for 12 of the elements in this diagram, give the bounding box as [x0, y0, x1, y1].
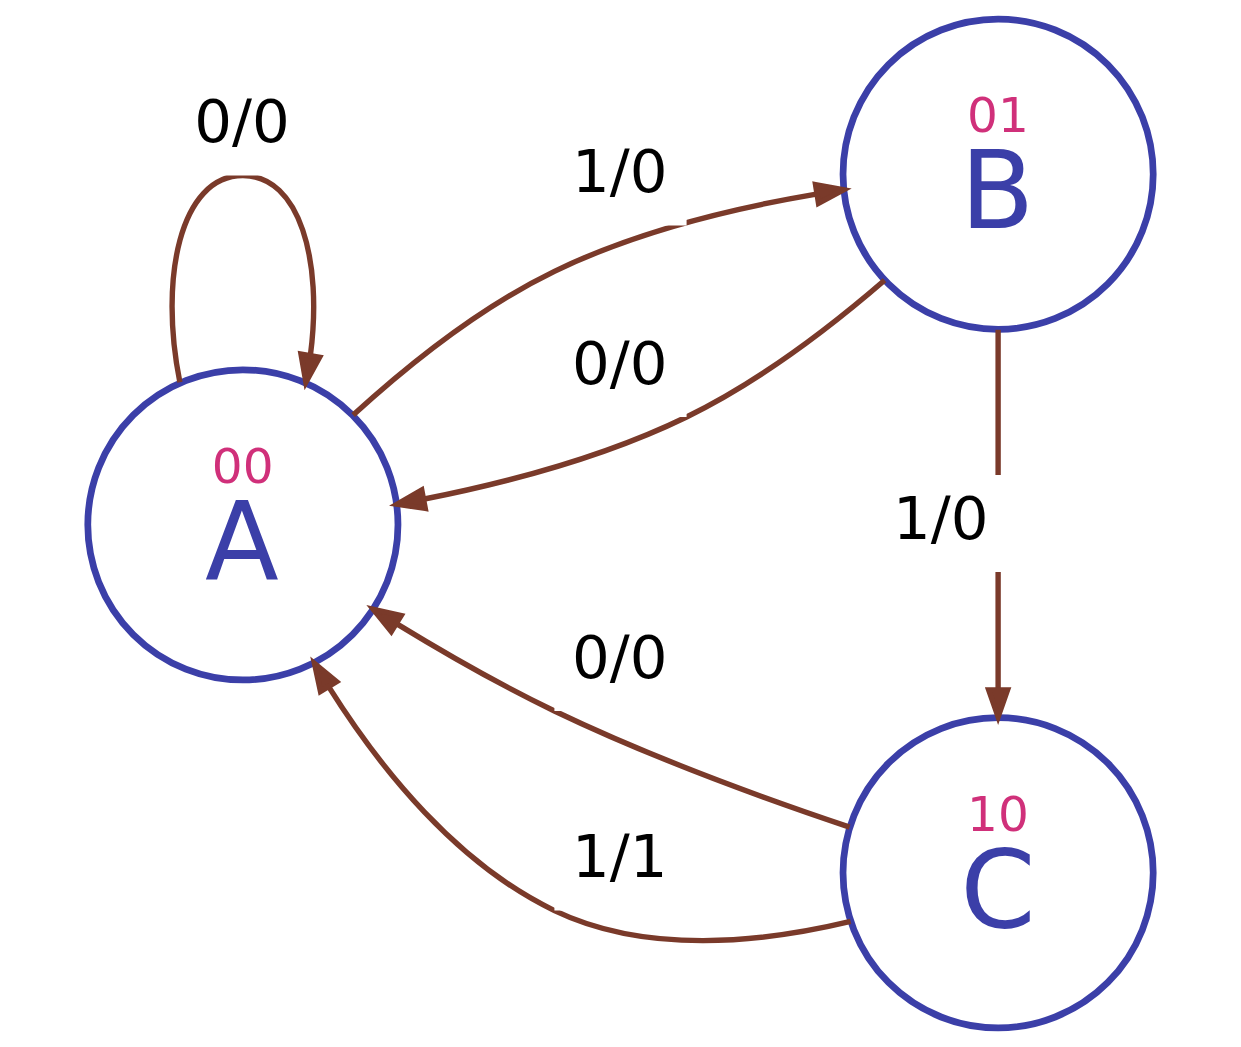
arrow	[389, 278, 887, 512]
edge-label: 0/0	[194, 87, 290, 157]
edge-label: 1/0	[892, 483, 989, 553]
node-circle: 10 C	[839, 714, 1157, 1032]
edge-label: 1/0	[571, 137, 668, 207]
arrow	[366, 605, 851, 830]
edge-label: 1/1	[571, 822, 668, 892]
edge-label: 0/0	[571, 328, 668, 398]
node-circle: 01 B	[839, 15, 1157, 333]
node-circle: 00 A	[84, 366, 402, 684]
edge-label: 0/0	[571, 622, 668, 692]
arrow	[310, 656, 852, 944]
